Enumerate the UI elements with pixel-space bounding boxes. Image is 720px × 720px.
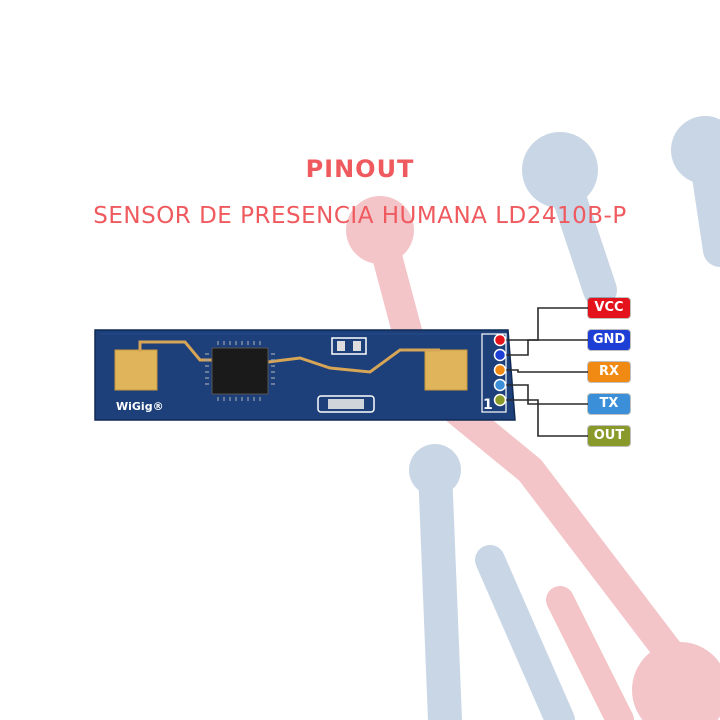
pin-wire-vcc [500, 307, 588, 341]
pin-wire-out [500, 399, 588, 437]
pin-label-tx: TX [588, 394, 630, 414]
pin-dot-vcc [493, 333, 507, 347]
pin-header [481, 333, 507, 413]
page-title: PINOUT [305, 155, 415, 183]
pin-label-vcc: VCC [588, 298, 630, 318]
ic-chip [211, 347, 269, 395]
pin-wire-rx [500, 369, 588, 373]
brand-label: WiGig® [116, 400, 164, 413]
antenna-pad-right [424, 349, 468, 391]
antenna-trace [138, 340, 212, 362]
pin1-marker: 1 [483, 397, 493, 413]
decor-blue-stroke [475, 545, 575, 720]
decor-red-dot [346, 196, 414, 264]
pin-label-out: OUT [588, 426, 630, 446]
pin-dot-gnd [493, 348, 507, 362]
decor-blue-dot [522, 132, 598, 208]
pin-wire-gnd [500, 339, 588, 356]
decor-blue-dot [409, 444, 461, 496]
decor-red-stroke [365, 215, 705, 695]
pcb [94, 329, 516, 421]
pin-dot-rx [493, 363, 507, 377]
pin-wires [500, 307, 588, 437]
antenna-pad-left [114, 349, 158, 391]
pin-wire-tx [500, 384, 588, 405]
pin-label-rx: RX [588, 362, 630, 382]
antenna-trace [267, 348, 440, 374]
decor-blue-dot [671, 116, 720, 184]
smd-component [317, 395, 375, 413]
pin-dot-out [493, 393, 507, 407]
smd-component [331, 337, 367, 355]
pin-dot-tx [493, 378, 507, 392]
decor-red-stroke [546, 586, 634, 720]
header-pins [493, 333, 507, 407]
decor-blue-stroke [418, 453, 462, 720]
decor-red-dot [632, 642, 720, 720]
pin-label-gnd: GND [588, 330, 630, 350]
page-subtitle: SENSOR DE PRESENCIA HUMANA LD2410B-P [93, 203, 627, 229]
